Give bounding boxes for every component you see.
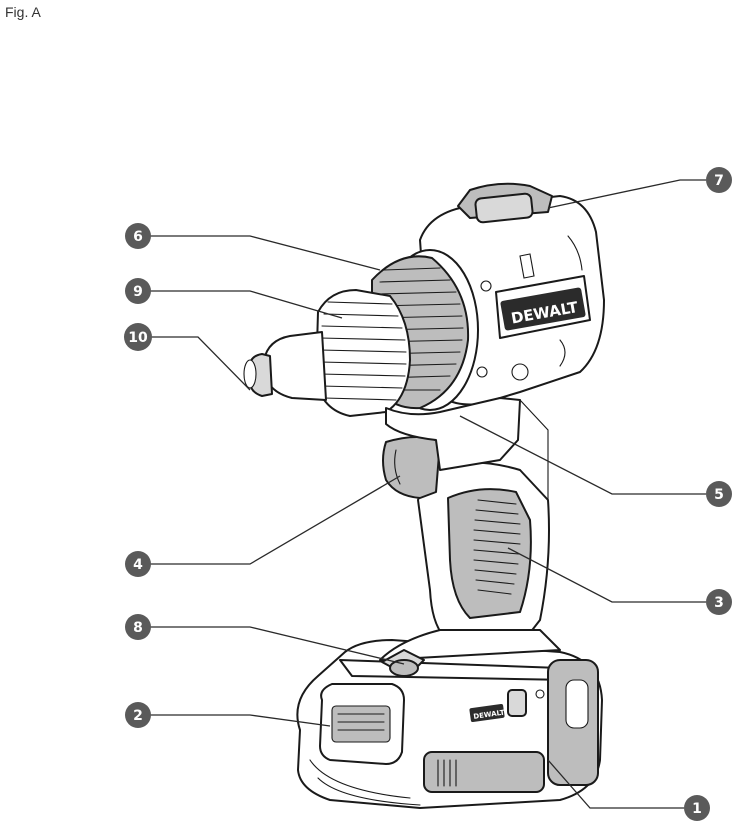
leader-line-10 <box>150 337 250 390</box>
leader-line-9 <box>150 291 342 318</box>
callout-2: 2 <box>125 702 151 728</box>
callout-3-label: 3 <box>714 595 724 611</box>
callout-6-label: 6 <box>133 229 143 245</box>
callout-9: 9 <box>125 278 151 304</box>
trigger <box>383 437 440 498</box>
callout-8: 8 <box>125 614 151 640</box>
callout-1: 1 <box>684 795 710 821</box>
callout-6: 6 <box>125 223 151 249</box>
callout-3: 3 <box>706 589 732 615</box>
callout-5-label: 5 <box>714 487 724 503</box>
battery-pack: DEWALT <box>297 640 602 808</box>
callout-7: 7 <box>706 167 732 193</box>
callout-4-label: 4 <box>133 557 143 573</box>
callout-10-label: 10 <box>128 330 148 346</box>
leader-line-6 <box>150 236 380 270</box>
callout-7-label: 7 <box>714 173 724 189</box>
callout-1-label: 1 <box>692 801 702 817</box>
chuck-sleeve <box>244 290 410 416</box>
callout-5: 5 <box>706 481 732 507</box>
led-light <box>390 660 418 676</box>
callout-2-label: 2 <box>133 708 143 724</box>
callout-10: 10 <box>124 323 152 351</box>
leader-line-4 <box>150 476 400 564</box>
drill-illustration: DEWALT <box>244 184 604 808</box>
callout-9-label: 9 <box>133 284 143 300</box>
callout-4: 4 <box>125 551 151 577</box>
callout-8-label: 8 <box>133 620 143 636</box>
